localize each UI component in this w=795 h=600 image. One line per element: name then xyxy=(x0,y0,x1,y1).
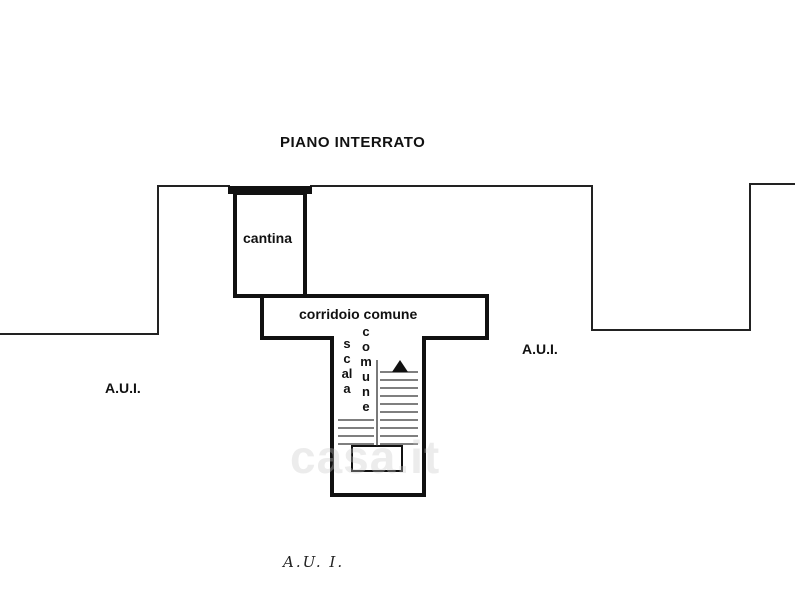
aui-label-bottom: A.U. I. xyxy=(283,553,345,571)
walls xyxy=(228,186,489,497)
corridor-stair-walls xyxy=(260,294,489,497)
corridor-label: corridoio comune xyxy=(299,306,418,322)
watermark: casa.it xyxy=(290,431,441,483)
aui-label-left: A.U.I. xyxy=(105,380,141,396)
left-outline-wall xyxy=(0,185,230,335)
floor-title: PIANO INTERRATO xyxy=(280,134,426,151)
stair-arrow-icon xyxy=(392,360,408,372)
stair-label-scala: scala xyxy=(341,336,353,396)
cantina-label: cantina xyxy=(243,230,293,246)
top-outline-wall xyxy=(310,183,795,331)
aui-label-right: A.U.I. xyxy=(522,341,558,357)
stair-label-comune: comune xyxy=(360,324,372,414)
site-outline xyxy=(0,183,795,335)
